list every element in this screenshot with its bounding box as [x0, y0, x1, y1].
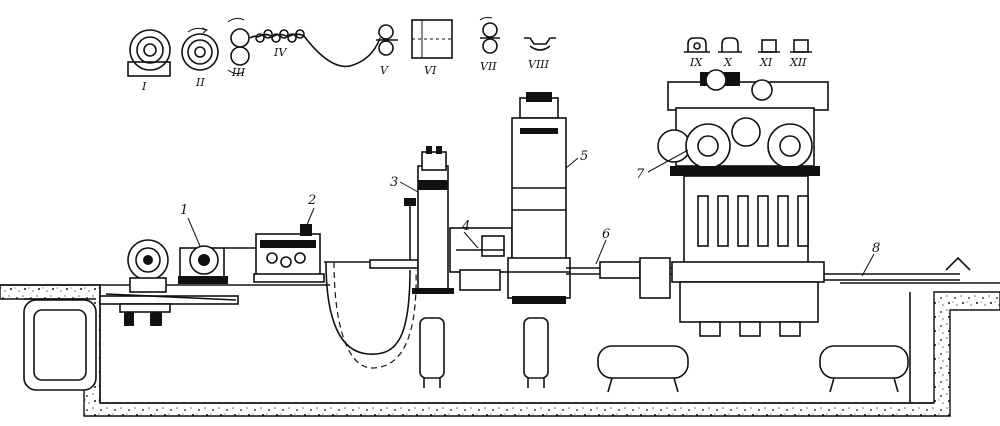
scheme-stage-ii: [181, 27, 219, 71]
callout-3: 3: [390, 175, 398, 190]
process-scheme: I II III IV V VI VII VIII IX X XI XII: [127, 16, 812, 93]
scheme-stage-vii: [479, 16, 500, 54]
callout-5: 5: [580, 149, 588, 164]
scheme-stage-viii: [524, 37, 556, 51]
stage-label-iv: IV: [273, 46, 287, 59]
callout-8: 8: [872, 241, 880, 256]
stage-label-xi: XI: [759, 56, 773, 69]
loop-tower: [369, 146, 454, 294]
callouts: 1 2 3 4 5 6 7 8: [180, 149, 880, 277]
callout-4: 4: [461, 219, 470, 234]
rolling-mill: [657, 69, 829, 337]
stage-label-iii: III: [231, 66, 246, 79]
pit-receiver-2: [819, 345, 909, 393]
conveyor: [566, 257, 680, 299]
strip-guide: [449, 227, 513, 291]
scheme-stage-xi: [758, 39, 780, 53]
cable-tunnel: [23, 298, 97, 391]
callout-6: 6: [602, 227, 610, 242]
pit-tank-2: [523, 317, 549, 388]
stage-label-ii: II: [195, 76, 205, 89]
straightener: [253, 224, 325, 283]
stage-label-viii: VIII: [528, 58, 550, 71]
mill-stands: [697, 195, 809, 247]
stage-label-xii: XII: [789, 56, 807, 69]
scheme-stage-iii: [227, 17, 250, 75]
scheme-stage-iv: [249, 29, 305, 43]
scheme-stage-x: [718, 37, 742, 53]
coil-cradle: [99, 239, 239, 326]
stage-label-x: X: [723, 56, 733, 69]
scheme-stage-ix: [684, 37, 710, 53]
callout-1: 1: [180, 203, 188, 218]
scheme-stage-xii: [790, 39, 812, 53]
callout-2: 2: [307, 193, 316, 208]
stage-label-ix: IX: [689, 56, 703, 69]
pit-receiver-1: [597, 345, 689, 393]
stage-label-vii: VII: [480, 60, 497, 73]
stage-label-i: I: [141, 80, 147, 93]
stage-label-v: V: [380, 64, 389, 77]
scheme-stage-v: [376, 24, 398, 56]
uncoiler: [178, 245, 256, 284]
callout-7: 7: [636, 167, 645, 182]
stage-label-vi: VI: [424, 64, 437, 77]
furnace-tower: [507, 92, 571, 304]
scheme-stage-i: [127, 29, 171, 77]
runout-table: [824, 256, 971, 281]
scheme-stage-vi: [411, 19, 453, 59]
pit-tank-1: [419, 317, 445, 388]
